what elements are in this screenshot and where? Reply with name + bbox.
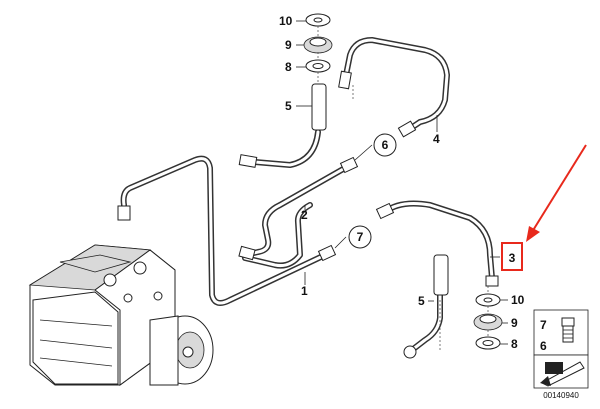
brake-pipe-1 — [120, 155, 328, 307]
callout-9-bottom: 9 — [511, 316, 518, 330]
brake-line-upper — [252, 129, 321, 168]
callout-6: 6 — [382, 138, 389, 152]
callout-9-top: 9 — [285, 38, 292, 52]
callout-10-bottom: 10 — [511, 293, 525, 307]
inset-label-7: 7 — [540, 318, 547, 332]
catalog-number: 00140940 — [543, 391, 579, 400]
callout-1: 1 — [301, 284, 308, 298]
lower-hose-assembly — [433, 254, 503, 350]
red-arrow-icon — [526, 144, 587, 242]
brake-pipe-4 — [342, 37, 450, 133]
callout-7: 7 — [357, 230, 364, 244]
callout-4: 4 — [433, 132, 440, 146]
bmw-logo-icon — [540, 361, 585, 387]
callout-7-circle — [348, 225, 372, 249]
brake-pipe-cross — [242, 202, 313, 269]
callout-8-top: 8 — [285, 60, 292, 74]
fitting-nut — [117, 70, 499, 359]
brake-hose-lower — [409, 287, 443, 353]
callout-3: 3 — [509, 251, 516, 265]
inset-panel: 7 6 — [533, 309, 589, 389]
highlight-box — [501, 242, 523, 271]
callout-5-top: 5 — [285, 99, 292, 113]
callout-8-bottom: 8 — [511, 337, 518, 351]
inset-label-6: 6 — [540, 339, 547, 353]
upper-hose-assembly — [303, 13, 333, 131]
callout-5-bottom: 5 — [418, 294, 425, 308]
callout-2: 2 — [301, 208, 308, 222]
brake-pipe-2 — [242, 165, 348, 258]
abs-unit — [28, 244, 214, 386]
callout-6-circle — [373, 133, 397, 157]
inset-nut-icon — [561, 317, 575, 327]
callout-10-top: 10 — [279, 14, 293, 28]
brake-pipe-3 — [382, 200, 495, 281]
